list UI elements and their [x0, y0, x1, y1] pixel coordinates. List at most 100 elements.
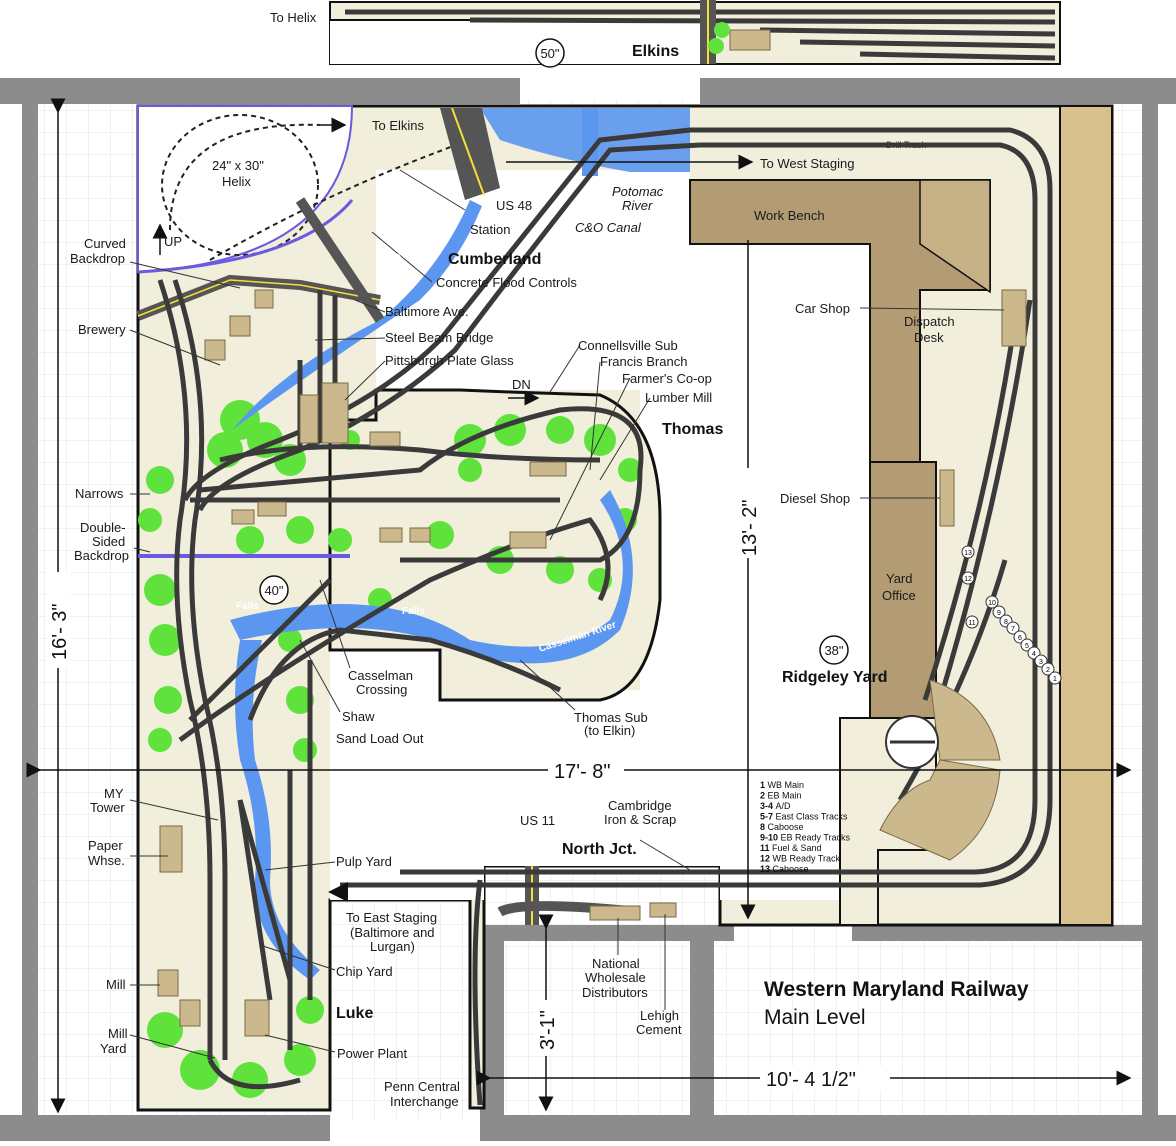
leader-lines	[129, 169, 1005, 1059]
label-elkins: Elkins	[632, 43, 679, 60]
label-narrows: Narrows	[75, 486, 124, 501]
label-mill-2: Mill	[108, 1026, 128, 1041]
dim-height: 16'- 3"	[49, 603, 71, 660]
label-yard: Yard	[886, 571, 913, 586]
label-falls-1: Falls	[236, 601, 259, 612]
label-diesel-shop: Diesel Shop	[780, 491, 850, 506]
label-car-shop: Car Shop	[795, 301, 850, 316]
label-station: Station	[470, 222, 510, 237]
label-tower: Tower	[90, 800, 125, 815]
label-ridgeley: Ridgeley Yard	[782, 669, 888, 686]
legend-item: 3-4 A/D	[760, 801, 791, 811]
svg-text:11: 11	[968, 620, 975, 627]
label-us48: US 48	[496, 198, 532, 213]
label-to-helix: To Helix	[270, 10, 317, 25]
label-luke: Luke	[336, 1005, 373, 1022]
label-chip-yard: Chip Yard	[336, 964, 393, 979]
diagram-title: Western Maryland Railway	[764, 978, 1029, 1001]
dimension-labels: 16'- 3" 17'- 8" 13'- 2" 10'- 4 1/2" 3'-1…	[46, 468, 890, 1091]
roads	[136, 107, 641, 925]
label-penn-central: Penn Central	[384, 1079, 460, 1094]
legend-item: 5-7 East Class Tracks	[760, 812, 848, 822]
label-distributors: Distributors	[582, 985, 648, 1000]
buildings	[157, 289, 1027, 1037]
label-casselman: Casselman	[348, 668, 413, 683]
label-connellsville: Connellsville Sub	[578, 338, 678, 353]
label-desk: Desk	[914, 330, 944, 345]
label-canal: C&O Canal	[575, 220, 642, 235]
label-lehigh: Lehigh	[640, 1008, 679, 1023]
label-office: Office	[882, 588, 916, 603]
dim-lower-width: 10'- 4 1/2"	[766, 1069, 856, 1091]
label-river: River	[622, 198, 653, 213]
legend-item: 12 WB Ready Track	[760, 854, 841, 864]
svg-text:9: 9	[997, 610, 1001, 617]
label-helix-size: 24" x 30"	[212, 158, 264, 173]
elkins-shelf	[329, 0, 1061, 65]
legend-item: 1 WB Main	[760, 780, 804, 790]
svg-text:4: 4	[1032, 651, 1036, 658]
curved-backdrop	[137, 199, 354, 274]
label-crossing: Crossing	[356, 682, 407, 697]
label-dispatch: Dispatch	[904, 314, 955, 329]
yard-track-number: 11	[965, 615, 979, 629]
label-backdrop-2: Backdrop	[74, 548, 129, 563]
label-flood-controls: Concrete Flood Controls	[436, 275, 577, 290]
svg-text:8: 8	[1004, 619, 1008, 626]
label-interchange: Interchange	[390, 1094, 459, 1109]
label-sided: Sided	[92, 534, 125, 549]
label-farmers: Farmer's Co-op	[622, 371, 712, 386]
label-steel-bridge: Steel Beam Bridge	[385, 330, 493, 345]
label-to-west-staging: To West Staging	[760, 156, 854, 171]
svg-text:12: 12	[964, 576, 972, 583]
turntable	[879, 679, 1001, 861]
dim-width: 17'- 8"	[554, 761, 611, 783]
label-to-elkin: (to Elkin)	[584, 723, 635, 738]
yard-track-number: 7	[1006, 621, 1020, 635]
label-cement: Cement	[636, 1022, 682, 1037]
legend-item: 9-10 EB Ready Tracks	[760, 833, 851, 843]
label-thomas: Thomas	[662, 421, 723, 438]
label-wholesale: Wholesale	[585, 970, 646, 985]
label-paper: Paper	[88, 838, 123, 853]
label-work-bench: Work Bench	[754, 208, 825, 223]
label-up: UP	[164, 234, 182, 249]
dim-aisle: 3'-1"	[537, 1010, 559, 1050]
label-us11: US 11	[520, 813, 555, 828]
room-walls	[0, 78, 1176, 1141]
label-francis: Francis Branch	[600, 354, 687, 369]
label-mill: Mill	[106, 977, 126, 992]
svg-text:2: 2	[1046, 667, 1050, 674]
tracks	[157, 127, 1053, 1106]
diagram-subtitle: Main Level	[764, 1006, 866, 1029]
label-lumber: Lumber Mill	[645, 390, 712, 405]
elevation-elkins: 50"	[540, 46, 559, 61]
label-backdrop: Backdrop	[70, 251, 125, 266]
label-to-elkins: To Elkins	[372, 118, 425, 133]
label-north-jct: North Jct.	[562, 841, 637, 858]
label-baltimore-and: (Baltimore and	[350, 925, 435, 940]
legend-item: 2 EB Main	[760, 791, 802, 801]
svg-text:3: 3	[1039, 659, 1043, 666]
yard-track-number: 12	[961, 571, 975, 585]
label-curved: Curved	[84, 236, 126, 251]
label-helix: Helix	[222, 174, 251, 189]
label-double: Double-	[80, 520, 126, 535]
label-iron-scrap: Iron & Scrap	[604, 812, 676, 827]
label-shaw: Shaw	[342, 709, 375, 724]
yard-track-number: 10	[985, 595, 999, 609]
label-power-plant: Power Plant	[337, 1046, 407, 1061]
legend-item: 13 Caboose	[760, 864, 809, 874]
label-my: MY	[104, 786, 124, 801]
label-whse: Whse.	[88, 853, 125, 868]
peninsula-aisle	[330, 170, 870, 900]
svg-text:6: 6	[1018, 635, 1022, 642]
helix-circle	[161, 114, 319, 256]
dim-yard-height: 13'- 2"	[739, 499, 761, 556]
label-drill-track: Drill Track	[886, 140, 926, 150]
elevation-falls: 40"	[264, 583, 283, 598]
